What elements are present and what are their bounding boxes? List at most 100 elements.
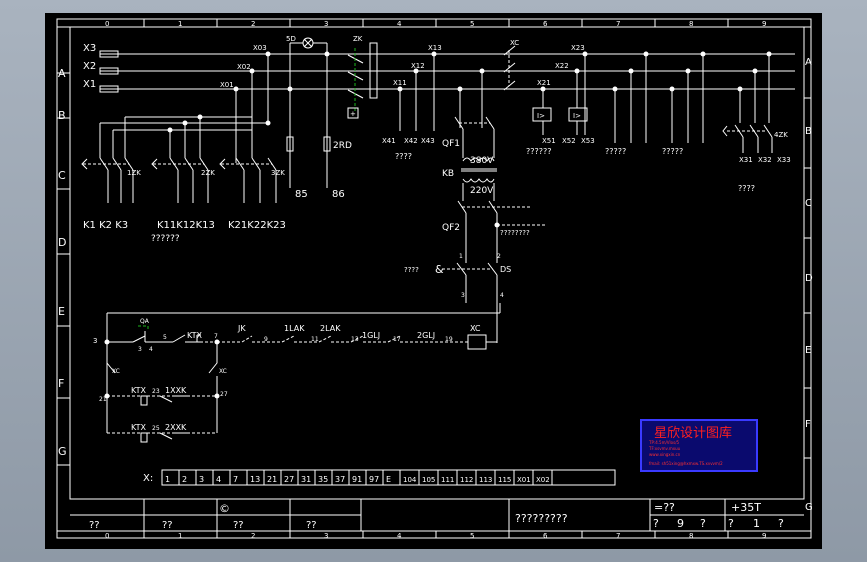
sheet-field: ?	[778, 517, 784, 530]
contact-jk	[217, 335, 282, 343]
row-label-G: G	[805, 502, 813, 513]
terminal-label: 104	[403, 476, 417, 484]
row-label-F: F	[805, 419, 811, 430]
row-label-A: A	[805, 57, 812, 68]
terminal-strip-prefix: X:	[143, 473, 153, 484]
terminal-label: 3	[199, 475, 204, 484]
label-380v: 380V	[470, 156, 494, 166]
contact-qa-bracket	[138, 325, 149, 331]
label-b1-note: ?????	[605, 147, 626, 156]
label-ktx2: KTX	[131, 386, 147, 395]
label-wire-2: 2	[497, 253, 501, 260]
label-2lak: 2LAK	[320, 324, 341, 333]
device-mark: I>	[573, 112, 581, 120]
fuse-85	[286, 136, 294, 152]
label-86: 86	[332, 189, 345, 200]
switch-4zk	[722, 124, 773, 153]
column-label-7: 7	[616, 20, 620, 28]
title-cell-4: ??	[306, 520, 317, 531]
terminal-label: X02	[536, 476, 550, 484]
label-qf1: QF1	[442, 139, 460, 149]
label-qa: QA	[140, 318, 150, 325]
junction	[737, 86, 743, 92]
ds-handle-glyph: &	[435, 263, 444, 276]
column-label-1: 1	[178, 20, 182, 28]
terminal-label: E	[386, 475, 391, 484]
terminal-label: X01	[517, 476, 531, 484]
terminal-label: 105	[422, 476, 435, 484]
label-xc-coil: XC	[470, 324, 481, 333]
label-w27: 27	[220, 391, 228, 398]
terminal-cell-empty	[551, 469, 616, 486]
label-k-group2: K11K12K13	[157, 220, 215, 231]
column-label-6: 6	[543, 532, 548, 540]
label-x1: X1	[83, 79, 96, 90]
switch-contact	[112, 157, 122, 171]
junction	[104, 393, 110, 399]
label-3zk: 3ZK	[271, 169, 285, 177]
label-w13: 13	[351, 336, 359, 343]
junction	[643, 51, 649, 57]
label-2zk: 2ZK	[201, 169, 215, 177]
label-xc-a: XC	[112, 368, 120, 375]
label-x3-note: ????	[738, 184, 755, 193]
fuse-x1	[99, 85, 119, 93]
drawing-number: +35T	[731, 501, 761, 514]
contact-qa	[132, 331, 146, 343]
column-label-4: 4	[397, 532, 402, 540]
label-x43: X43	[421, 137, 435, 145]
stamp-border	[640, 419, 758, 472]
label-2xxk: 2XXK	[165, 423, 187, 432]
label-qf2-note: ????????	[500, 229, 530, 237]
label-x11: X11	[393, 79, 407, 87]
title-cell-2: ??	[162, 520, 173, 531]
row-label-C: C	[805, 198, 812, 209]
junction	[752, 68, 758, 74]
label-85: 85	[295, 189, 308, 200]
label-2rd: 2RD	[333, 141, 352, 151]
title-block	[70, 498, 804, 531]
title-cell-3: ??	[233, 520, 244, 531]
row-label-B: B	[58, 109, 66, 122]
label-x42: X42	[404, 137, 418, 145]
junction	[233, 86, 239, 92]
sheet-field: ?	[653, 517, 659, 530]
contact-2glj	[387, 335, 420, 343]
label-2glj: 2GLJ	[417, 331, 435, 340]
column-label-4: 4	[397, 20, 402, 28]
contact-2xxk	[159, 432, 187, 440]
label-ktx: KTX	[187, 331, 203, 340]
contact-2lak	[318, 335, 351, 343]
label-b2-note: ?????	[662, 147, 683, 156]
label-zk: ZK	[353, 35, 363, 43]
column-label-2: 2	[251, 20, 255, 28]
junction	[287, 86, 293, 92]
column-label-1: 1	[178, 532, 182, 540]
label-w23: 23	[152, 388, 160, 395]
sheet-field: 9	[677, 517, 684, 530]
column-label-6: 6	[543, 20, 548, 28]
label-x4-note: ????	[395, 152, 412, 161]
terminal-label: 7	[233, 475, 238, 484]
terminal-label: 97	[369, 475, 379, 484]
label-w4: 4	[149, 346, 153, 353]
terminal-label: 113	[479, 476, 492, 484]
row-label-E: E	[805, 345, 811, 356]
junction	[766, 51, 772, 57]
terminal-label: 1	[165, 475, 170, 484]
column-label-8: 8	[689, 532, 693, 540]
junction	[431, 51, 437, 57]
handle-mark: +	[350, 110, 356, 118]
column-label-3: 3	[324, 20, 328, 28]
label-x2: X2	[83, 61, 96, 72]
label-x52: X52	[562, 137, 576, 145]
label-w5: 5	[163, 334, 167, 341]
column-label-0: 0	[105, 20, 109, 28]
junction	[540, 86, 546, 92]
stamp-line2: TF:xsvmv.mxuu	[648, 446, 681, 451]
label-1xxk: 1XXK	[165, 386, 187, 395]
